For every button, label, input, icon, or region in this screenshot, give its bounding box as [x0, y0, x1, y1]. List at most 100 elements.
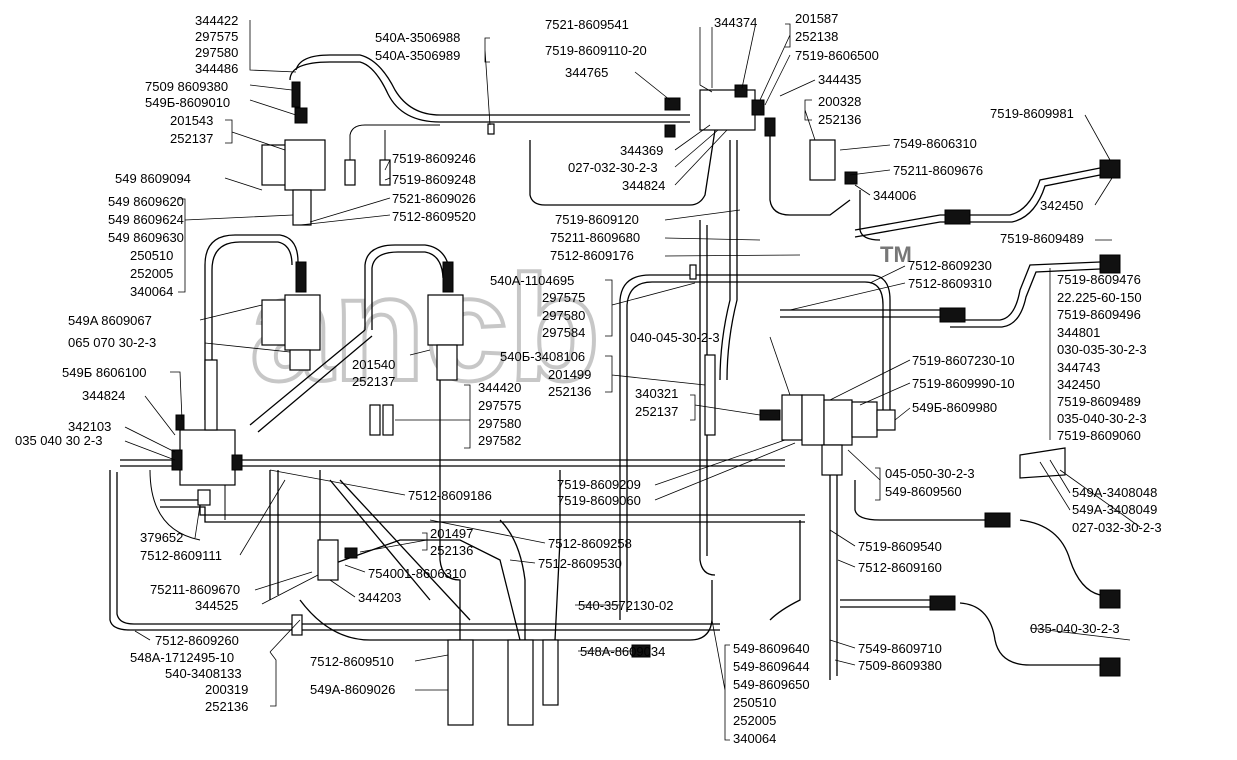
label: 201540 — [352, 357, 395, 372]
components — [171, 81, 1121, 726]
label: 344801 — [1057, 325, 1100, 340]
label: 75211-8609670 — [150, 582, 240, 597]
label: 344006 — [873, 188, 916, 203]
label: 297582 — [478, 433, 521, 448]
label: 342103 — [68, 419, 111, 434]
fitting — [294, 107, 308, 124]
label: 250510 — [733, 695, 776, 710]
bracket — [1019, 447, 1066, 479]
label: 027-032-30-2-3 — [568, 160, 658, 175]
clamp — [689, 264, 697, 280]
label: 540-3408133 — [165, 666, 242, 681]
label: 7512-8609186 — [408, 488, 492, 503]
label: 297580 — [195, 45, 238, 60]
filter-1-cap — [261, 144, 288, 186]
label: 040-045-30-2-3 — [630, 330, 720, 345]
hose-end — [1099, 589, 1121, 609]
label: 549A-8609026 — [310, 682, 395, 697]
label: 7519-8609540 — [858, 539, 942, 554]
fitting — [175, 414, 185, 431]
label: 540A-3506988 — [375, 30, 460, 45]
plug — [197, 489, 211, 506]
label: 344486 — [195, 61, 238, 76]
label: 7549-8606310 — [893, 136, 977, 151]
fitting — [664, 124, 676, 138]
label: 201497 — [430, 526, 473, 541]
label: 549-8609640 — [733, 641, 810, 656]
label: 7512-8609111 — [140, 548, 222, 563]
fitting — [231, 454, 243, 471]
label: 754001-8606310 — [368, 566, 466, 581]
canister-2 — [507, 639, 534, 726]
label: 7519-8609060 — [1057, 428, 1141, 443]
label: 252138 — [795, 29, 838, 44]
label: 035 040 30 2-3 — [15, 433, 102, 448]
canister-3 — [542, 639, 559, 706]
clamp — [291, 614, 303, 636]
filter-2-body — [284, 294, 321, 351]
label: 7519-8609496 — [1057, 307, 1141, 322]
label: 549A-3408049 — [1072, 502, 1157, 517]
fitting — [291, 81, 301, 108]
valve-cluster-3 — [823, 399, 853, 446]
label: 340064 — [733, 731, 776, 746]
leader-lines — [124, 20, 1141, 741]
filter-1-body — [284, 139, 326, 191]
valve-cluster-1 — [781, 394, 803, 441]
label: 344525 — [195, 598, 238, 613]
label: 201543 — [170, 113, 213, 128]
filter-1-stem — [292, 189, 312, 226]
valve-cluster-4 — [851, 401, 878, 438]
filter-3-stem — [436, 344, 458, 381]
label: 549-8609650 — [733, 677, 810, 692]
fitting — [664, 97, 681, 111]
label: 201587 — [795, 11, 838, 26]
cylinder-mid — [704, 354, 716, 436]
filter-2-stem — [289, 349, 311, 371]
fitting — [442, 261, 454, 293]
label: 035-040-30-2-3 — [1030, 621, 1120, 636]
label: 7519-8609981 — [990, 106, 1074, 121]
label: 75211-8609676 — [893, 163, 983, 178]
label: 344369 — [620, 143, 663, 158]
label: 344203 — [358, 590, 401, 605]
label: 549Б-8609010 — [145, 95, 230, 110]
label: 7519-8609990-10 — [912, 376, 1015, 391]
label: 7519-8609209 — [557, 477, 641, 492]
label: 549A-3408048 — [1072, 485, 1157, 500]
hose-end — [344, 159, 356, 186]
fitting — [764, 117, 776, 137]
label: 7512-8609258 — [548, 536, 632, 551]
hose-end — [382, 404, 394, 436]
label: 549 8609094 — [115, 171, 191, 186]
label: 549 8609624 — [108, 212, 184, 227]
label: 297584 — [542, 325, 585, 340]
label: 342450 — [1040, 198, 1083, 213]
label: 344374 — [714, 15, 757, 30]
filter-3-body — [427, 294, 464, 346]
label: 540A-3506989 — [375, 48, 460, 63]
valve-cluster-5 — [876, 409, 896, 431]
label: 7519-8609110-20 — [545, 43, 647, 58]
label: 344435 — [818, 72, 861, 87]
label: 549Б 8606100 — [62, 365, 146, 380]
label: 7512-8609160 — [858, 560, 942, 575]
label: 7512-8609530 — [538, 556, 622, 571]
label: 252005 — [733, 713, 776, 728]
label: 549A 8609067 — [68, 313, 152, 328]
label: 379652 — [140, 530, 183, 545]
label: 252136 — [205, 699, 248, 714]
label: 7509 8609380 — [145, 79, 228, 94]
label: 7519-8609120 — [555, 212, 639, 227]
label: 297580 — [542, 308, 585, 323]
tee-fitting — [809, 139, 836, 181]
fitting — [759, 409, 781, 421]
label: 549-8609560 — [885, 484, 962, 499]
label: 065 070 30-2-3 — [68, 335, 156, 350]
label: 540A-1104695 — [490, 273, 574, 288]
fitting — [171, 449, 183, 471]
label: 7512-8609230 — [908, 258, 992, 273]
label: 549-8609644 — [733, 659, 810, 674]
label: 340321 — [635, 386, 678, 401]
label: 7519-8609489 — [1057, 394, 1141, 409]
